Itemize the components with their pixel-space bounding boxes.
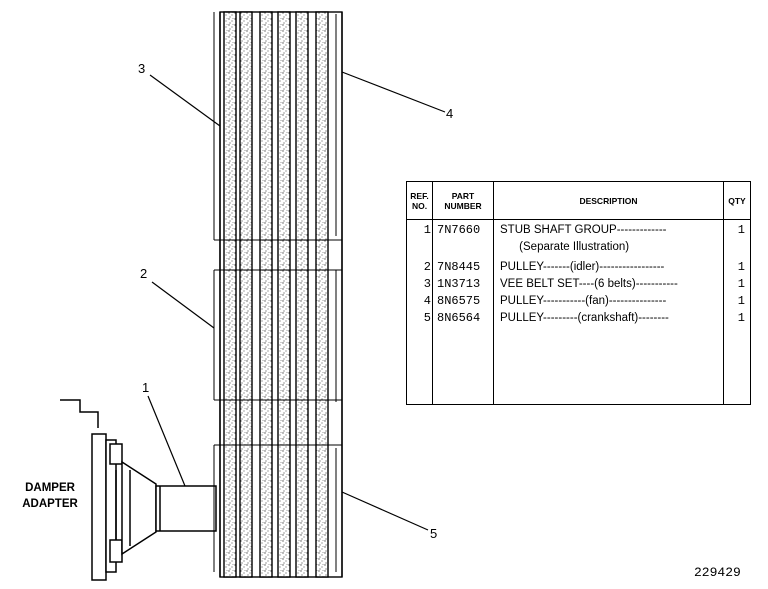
ref-cell: 4	[423, 294, 431, 308]
adapter-label: ADAPTER	[22, 498, 78, 510]
desc-cell: (Separate Illustration)	[500, 241, 630, 253]
part-cell: 7N8445	[437, 260, 481, 274]
ref-cell: 3	[423, 277, 431, 291]
ref-cell: 5	[423, 311, 431, 325]
desc-cell: PULLEY---------(crankshaft)--------	[500, 312, 669, 324]
qty-cell: 1	[737, 223, 745, 237]
table-row: 5 8N6564 PULLEY---------(crankshaft)----…	[407, 310, 750, 327]
qty-cell: 1	[737, 311, 745, 325]
qty-cell: 1	[737, 277, 745, 291]
drawing-number: 229429	[694, 565, 741, 580]
part-cell: 1N3713	[437, 277, 481, 291]
header-description: DESCRIPTION	[579, 195, 638, 206]
leader-lines	[147, 71, 446, 531]
callout-5: 5	[430, 526, 438, 541]
table-header	[407, 182, 750, 220]
part-cell: 7N7660	[437, 223, 481, 237]
table-row: 2 7N8445 PULLEY-------(idler)-----------…	[407, 259, 750, 276]
header-ref: REF. NO.	[410, 190, 429, 211]
callout-1: 1	[142, 380, 150, 395]
callout-2: 2	[140, 266, 148, 281]
part-cell: 8N6564	[437, 311, 481, 325]
desc-cell: VEE BELT SET----(6 belts)-----------	[500, 278, 678, 290]
header-part-number: PART NUMBER	[444, 190, 482, 211]
table-row: (Separate Illustration)	[407, 239, 750, 256]
table-row: 1 7N7660 STUB SHAFT GROUP------------- 1	[407, 222, 750, 239]
callout-3: 3	[138, 61, 146, 76]
callout-4: 4	[446, 106, 454, 121]
desc-cell: PULLEY-------(idler)-----------------	[500, 261, 665, 273]
header-qty: QTY	[728, 195, 746, 206]
desc-cell: STUB SHAFT GROUP-------------	[500, 224, 667, 236]
part-cell: 8N6575	[437, 294, 481, 308]
table-row: 4 8N6575 PULLEY-----------(fan)---------…	[407, 293, 750, 310]
pulley-stack	[213, 11, 343, 578]
damper-label: DAMPER	[25, 482, 75, 494]
table-row: 3 1N3713 VEE BELT SET----(6 belts)------…	[407, 276, 750, 293]
damper-adapter	[60, 399, 217, 581]
ref-cell: 2	[423, 260, 431, 274]
ref-cell: 1	[423, 223, 431, 237]
qty-cell: 1	[737, 294, 745, 308]
qty-cell: 1	[737, 260, 745, 274]
parts-table: REF. NO. PART NUMBER DESCRIPTION QTY 1 7…	[406, 181, 751, 405]
desc-cell: PULLEY-----------(fan)---------------	[500, 295, 667, 307]
